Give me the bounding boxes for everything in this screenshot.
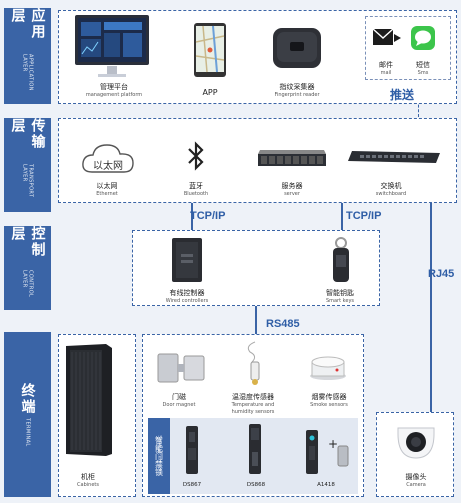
fingerprint-reader-icon [273,28,321,68]
camera-icon [397,427,435,459]
temperature-sensor-label-en2: humidity sensors [231,409,275,415]
tcp-ip-label-left: TCP/IP [190,210,226,222]
layer-title: 传输层 [9,118,46,150]
lock-ds867-icon [186,426,198,474]
layer-band-terminal: 终端 TERMINAL [4,332,51,497]
smart-key-label: 智能钥匙 [326,289,354,297]
bluetooth-label: 蓝牙 [189,182,203,190]
layer-title: 应用层 [9,8,46,40]
mail-icon [372,28,401,45]
cabinet-icon [66,344,112,456]
fingerprint-label-en: Fingerprint reader [274,92,320,98]
lock-ds867-label: DS867 [182,482,202,488]
layer-subtitle: TERMINAL [24,417,31,447]
temperature-sensor-label: 温湿度传感器 [232,393,274,401]
bluetooth-label-en: Bluetooth [183,191,209,197]
camera-label-en: Camera [406,482,426,488]
tcp-ip-label-right: TCP/IP [346,210,382,222]
notify-panel [365,16,451,80]
monitor-icon [75,15,149,77]
rs485-label: RS485 [266,318,300,330]
server-label: 服务器 [281,182,303,190]
layer-subtitle: APPLICATION LAYER [21,53,34,91]
sms-label-en: Sms [417,70,429,76]
door-magnet-label-en: Door magnet [162,402,196,408]
layer-subtitle: TRANSPORT LAYER [21,164,34,198]
temperature-sensor-label-en: Temperature and [231,402,275,408]
switch-label-en: switchboard [375,191,407,197]
server-icon [258,150,326,166]
wired-controller-icon [172,238,202,282]
lock-a1418-icon: + [306,430,349,474]
smart-key-icon [333,237,349,282]
cabinet-label-en: Cabinets [77,482,99,488]
ethernet-label-en: Ethernet [96,191,118,197]
cabinet-label: 机柜 [81,473,95,481]
server-label-en: server [284,191,300,197]
switch-label: 交换机 [380,182,402,190]
layer-title: 控制层 [9,226,46,258]
connector-tcp-right [341,203,343,230]
mail-label-en: mail [380,70,392,76]
smoke-sensor-label-en: Smoke sensors [310,402,348,408]
rj45-label: RJ45 [428,268,455,280]
locks-title-box: 智能门禁锁 [148,418,170,494]
lock-ds868-label: DS868 [246,482,266,488]
mgmt-label: 管理平台 [100,83,128,91]
cloud-icon [82,144,134,173]
temperature-sensor-icon [247,341,260,385]
layer-band-application: 应用层 APPLICATION LAYER [4,8,51,104]
app-label: APP [202,88,218,97]
cloud-text: 以太网 [93,161,123,172]
wired-controller-label-en: Wired controllers [165,298,209,304]
svg-text:+: + [328,437,338,451]
door-magnet-label: 门磁 [172,393,186,401]
layer-subtitle: CONTROL LAYER [21,270,34,298]
smoke-sensor-icon [310,356,346,380]
mail-label: 邮件 [379,61,393,69]
bluetooth-icon [188,141,204,171]
push-label: 推送 [390,88,415,102]
locks-title-en: Smart access locks [157,435,163,474]
lock-a1418-label: A1418 [317,482,335,488]
switch-icon [348,151,440,163]
fingerprint-label: 指纹采集器 [279,83,315,91]
mgmt-label-en: management platform [85,92,143,98]
door-magnet-icon [157,353,205,383]
connector-tcp-left [191,203,193,230]
connector-rs485 [255,306,257,334]
lock-ds868-icon [249,424,261,474]
sms-label: 短信 [416,61,430,69]
ethernet-label: 以太网 [96,182,118,190]
tablet-icon [194,23,226,77]
layer-band-control: 控制层 CONTROL LAYER [4,226,51,310]
connector-switch-camera [430,203,432,416]
locks-title: 智能门禁锁 [154,436,164,476]
layer-title: 终端 [19,382,36,415]
sms-icon [411,26,435,50]
layer-band-transport: 传输层 TRANSPORT LAYER [4,118,51,212]
smoke-sensor-label: 烟雾传感器 [311,393,347,401]
wired-controller-label: 有线控制器 [169,289,205,297]
smart-key-label-en: Smart keys [325,298,355,304]
camera-label: 摄像头 [405,473,427,481]
